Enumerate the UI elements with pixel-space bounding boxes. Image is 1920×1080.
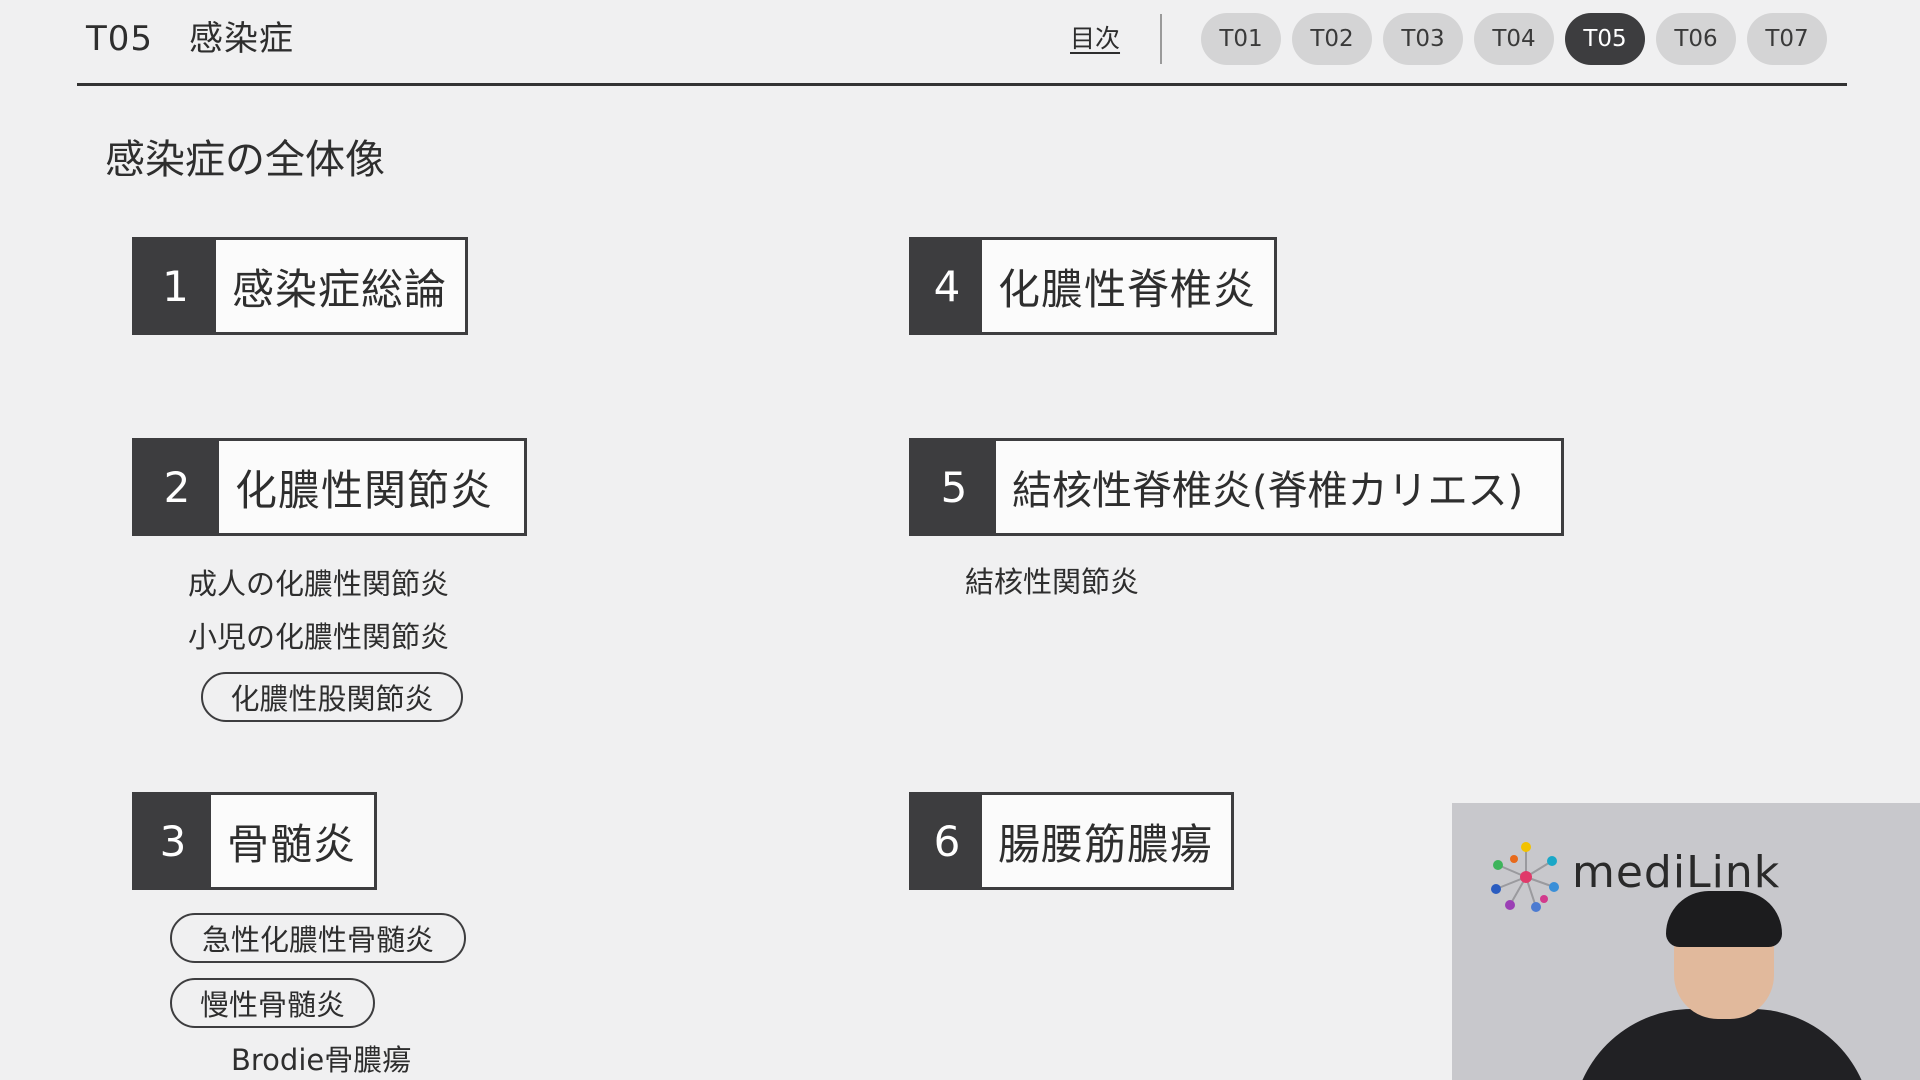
pill-acute-osteomyelitis[interactable]: 急性化膿性骨髄炎 [170, 913, 466, 963]
tab-t03[interactable]: T03 [1383, 13, 1463, 65]
subtopic-adult-septic-arthritis: 成人の化膿性関節炎 [188, 567, 450, 601]
presenter-body [1572, 1009, 1872, 1080]
topic-label: 結核性脊椎炎(脊椎カリエス) [1012, 468, 1524, 514]
topic-5-card[interactable]: 5 結核性脊椎炎(脊椎カリエス) [909, 438, 1564, 536]
chapter-tabs: T01 T02 T03 T04 T05 T06 T07 [1201, 13, 1827, 65]
topic-label: 骨髄炎 [226, 819, 356, 869]
topic-6-card[interactable]: 6 腸腰筋膿瘍 [909, 792, 1234, 890]
section-heading: 感染症の全体像 [105, 137, 385, 183]
pill-septic-hip-arthritis[interactable]: 化膿性股関節炎 [201, 672, 463, 722]
medilink-logo-icon [1491, 842, 1559, 912]
chapter-title: 感染症 [189, 19, 295, 59]
page-title: T05 感染症 [86, 16, 294, 62]
tab-t01[interactable]: T01 [1201, 13, 1281, 65]
medilink-logo-text: mediLink [1572, 847, 1781, 898]
tab-t05[interactable]: T05 [1565, 13, 1645, 65]
topic-number: 6 [912, 795, 982, 887]
header-divider [1160, 14, 1162, 64]
tab-t07[interactable]: T07 [1747, 13, 1827, 65]
topic-number: 5 [912, 441, 996, 533]
subtopic-child-septic-arthritis: 小児の化膿性関節炎 [188, 620, 450, 654]
topic-number: 2 [135, 441, 219, 533]
topic-label: 化膿性脊椎炎 [997, 264, 1256, 314]
table-of-contents-link[interactable]: 目次 [1070, 24, 1121, 53]
topic-number: 4 [912, 240, 982, 332]
topic-1-card[interactable]: 1 感染症総論 [132, 237, 468, 335]
topic-4-card[interactable]: 4 化膿性脊椎炎 [909, 237, 1277, 335]
header-rule [77, 83, 1847, 86]
topic-label: 化膿性関節炎 [235, 465, 494, 515]
pill-chronic-osteomyelitis[interactable]: 慢性骨髄炎 [170, 978, 375, 1028]
presenter-hair [1666, 891, 1782, 947]
subtopic-tuberculous-arthritis: 結核性関節炎 [965, 565, 1140, 599]
header: T05 感染症 目次 T01 T02 T03 T04 T05 T06 T07 [0, 0, 1920, 86]
topic-number: 1 [135, 240, 216, 332]
subtopic-brodie-abscess: Brodie骨膿瘍 [231, 1043, 412, 1077]
topic-label: 感染症総論 [231, 264, 447, 314]
tab-t02[interactable]: T02 [1292, 13, 1372, 65]
topic-3-card[interactable]: 3 骨髄炎 [132, 792, 377, 890]
topic-number: 3 [135, 795, 211, 887]
tab-t06[interactable]: T06 [1656, 13, 1736, 65]
topic-2-card[interactable]: 2 化膿性関節炎 [132, 438, 527, 536]
tab-t04[interactable]: T04 [1474, 13, 1554, 65]
topic-label: 腸腰筋膿瘍 [997, 819, 1213, 869]
chapter-code: T05 [86, 19, 154, 59]
presenter-video: mediLink [1452, 803, 1920, 1080]
